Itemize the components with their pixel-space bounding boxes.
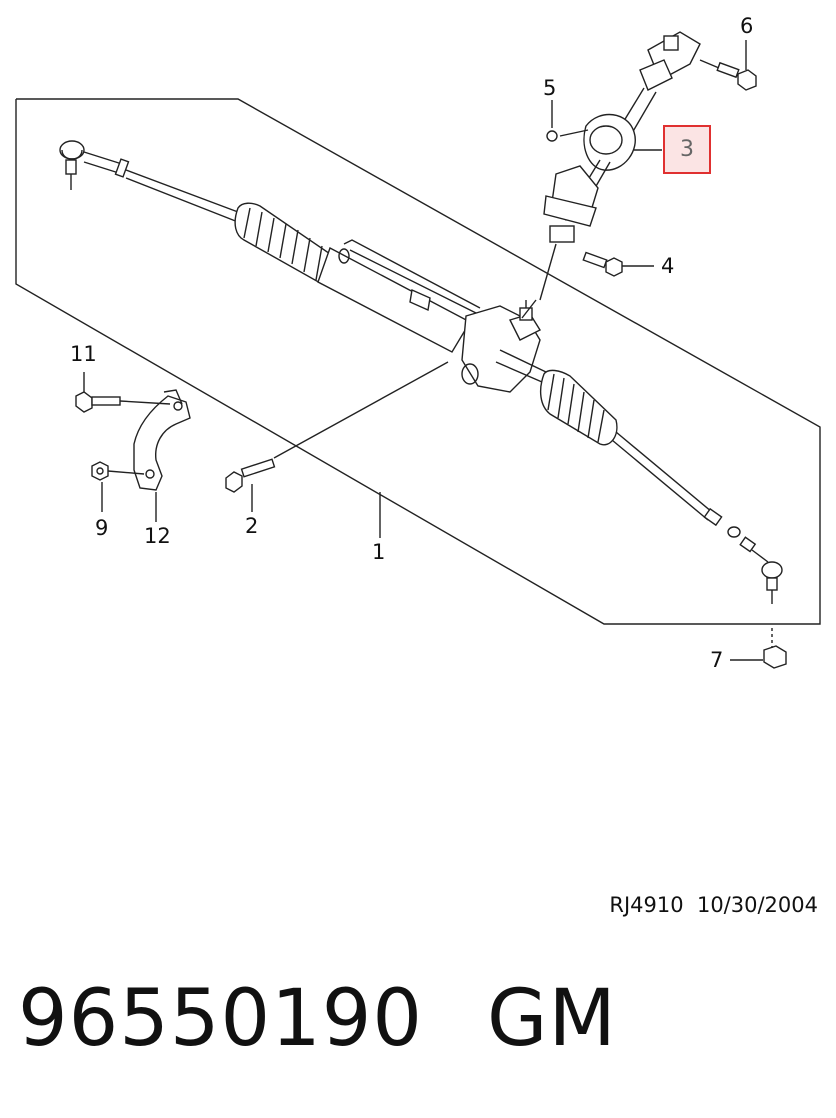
- callout-5: 5: [543, 76, 557, 100]
- callout-11: 11: [70, 342, 97, 366]
- callout-1: 1: [372, 540, 386, 564]
- clamp-bracket-12: [133, 389, 191, 522]
- callout-12: 12: [144, 524, 171, 548]
- highlighted-callout-3[interactable]: 3: [663, 125, 711, 174]
- right-tie-rod-end: [727, 526, 783, 604]
- left-boot: [234, 202, 338, 285]
- callout-7: 7: [710, 648, 724, 672]
- left-tie-rod: [125, 169, 239, 213]
- callout-2: 2: [245, 514, 259, 538]
- intermediate-shaft: [521, 31, 757, 319]
- rack-housing: [317, 239, 547, 393]
- right-boot: [539, 369, 618, 446]
- callout-3: 3: [680, 137, 694, 162]
- bolt-11: [75, 372, 171, 413]
- manufacturer: GM: [487, 974, 617, 1064]
- bolt-2: [225, 361, 449, 512]
- right-tie-rod: [615, 431, 713, 513]
- callout-4: 4: [661, 254, 675, 278]
- callout-6: 6: [740, 14, 754, 38]
- part-number: 96550190: [18, 974, 424, 1064]
- nut-7: [730, 628, 787, 669]
- nut-9: [91, 461, 145, 512]
- assembly-outline: [15, 98, 821, 625]
- diagram-reference: RJ4910 10/30/2004: [609, 893, 818, 917]
- left-tie-rod-end: [59, 140, 130, 190]
- callout-9: 9: [95, 516, 109, 540]
- steering-rack-diagram: [15, 31, 821, 669]
